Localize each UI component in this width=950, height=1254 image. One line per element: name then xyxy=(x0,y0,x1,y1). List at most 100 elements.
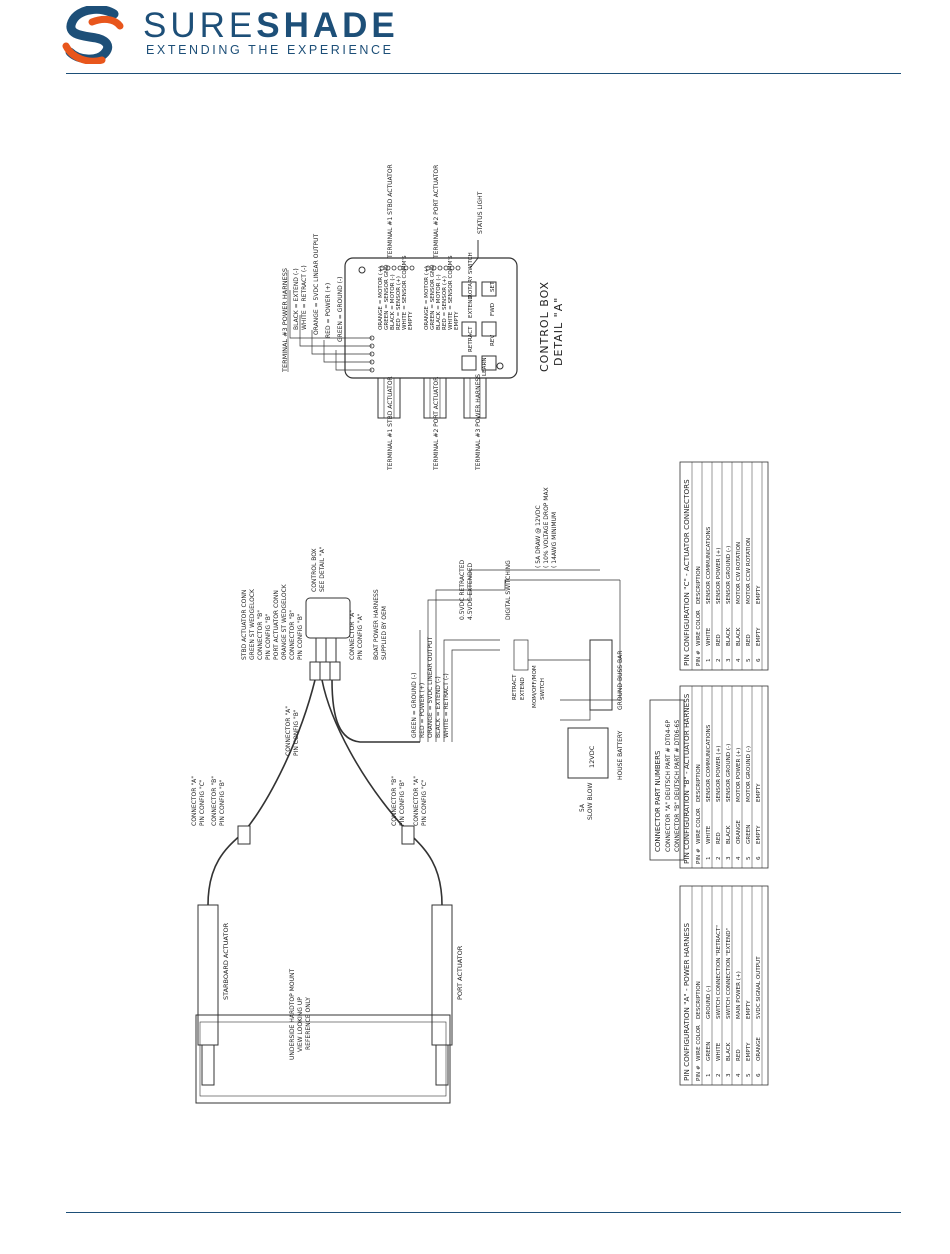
draw-note-3: ( 14AWG MINIMUM xyxy=(551,512,558,568)
pin-table-cell: EMPTY xyxy=(756,585,762,604)
btn-learn: LEARN xyxy=(482,357,488,376)
upper-conn-2: PIN CONFIG "C" xyxy=(199,779,206,826)
conn-note-6: ORANGE ST WEDGELOCK xyxy=(281,583,288,660)
pin-table-cell: GREEN xyxy=(746,825,752,844)
hardtop-note-2: VIEW LOOKING UP xyxy=(297,997,304,1052)
part-row-1-conn: CONNECTOR "A" xyxy=(665,802,672,852)
draw-note-1: ( 5A DRAW @ 12VDC xyxy=(535,505,542,568)
switch-label: SWITCH xyxy=(540,678,546,700)
pin-table-cell: MAIN POWER (+) xyxy=(736,971,742,1019)
pin-table-cell: WHITE xyxy=(716,1042,722,1061)
right-label-terminal1: TERMINAL #1 STBD ACTUATOR xyxy=(387,164,394,259)
pin-table-cell: MOTOR GROUND (-) xyxy=(746,746,752,802)
pin-table-cell: EMPTY xyxy=(746,1042,752,1061)
switch-type: MOM/OFF/MOM xyxy=(532,665,538,708)
pin-table-title: PIN CONFIGURATION "C" - ACTUATOR CONNECT… xyxy=(682,479,691,666)
connector-a-pin-1: CONNECTOR "A" xyxy=(285,706,292,756)
right-label-status-light: STATUS LIGHT xyxy=(477,191,484,234)
t1-wire-5: WHITE = SENSOR COMM'S xyxy=(402,255,408,330)
pin-table-cell: 4 xyxy=(736,856,742,860)
wiring-block: STBD ACTUATOR CONN GREEN ST WEDGELOCK CO… xyxy=(241,487,624,820)
pin-table-cell: 4 xyxy=(736,658,742,662)
pin-table-cell: SENSOR COMMUNICATIONS xyxy=(706,724,712,802)
cb-note-2: SEE DETAIL "A" xyxy=(319,546,326,592)
pin-table-cell: GROUND (-) xyxy=(706,986,712,1019)
pin-table-cell: BLACK xyxy=(726,1042,732,1061)
pin-table-cell: EMPTY xyxy=(756,825,762,844)
pin-table-header: DESCRIPTION xyxy=(696,764,702,802)
btn-set: SET xyxy=(490,281,496,292)
t3-wire-3: ORANGE = 5VDC LINEAR OUTPUT xyxy=(313,233,320,335)
t1-wire-3: BLACK = MOTOR (-) xyxy=(390,274,396,330)
pin-table-3: PIN CONFIGURATION "C" - ACTUATOR CONNECT… xyxy=(679,461,769,671)
pin-table-cell: 3 xyxy=(726,658,732,662)
pin-table-cell: MOTOR POWER (+) xyxy=(736,748,742,802)
pin-table-header: WIRE COLOR xyxy=(696,610,702,646)
t3-wire-2: WHITE = RETRACT (-) xyxy=(301,265,308,330)
pin-table-cell: 6 xyxy=(756,1073,762,1077)
draw-note-2: ( 10% VOLTAGE DROP MAX xyxy=(543,487,550,568)
conn-note-1: STBD ACTUATOR CONN xyxy=(241,590,248,660)
pin-table-cell: SENSOR POWER (+) xyxy=(716,746,722,802)
lower-conn-4: PIN CONFIG "C" xyxy=(421,779,428,826)
t1-wire-2: GREEN = SENSOR GND xyxy=(384,265,390,330)
pin-table-cell: BLACK xyxy=(726,825,732,844)
pin-table-header: PIN # xyxy=(696,650,702,666)
brand-bold: SHADE xyxy=(256,6,399,45)
pin-table-header: WIRE COLOR xyxy=(696,808,702,844)
ground-buss-label: GROUND BUSS BAR xyxy=(617,651,624,710)
pin-table-cell: 3 xyxy=(726,1073,732,1077)
port-actuator-label: PORT ACTUATOR xyxy=(456,945,464,1000)
pin-table-cell: 5 xyxy=(746,658,752,662)
part-numbers-title: CONNECTOR PART NUMBERS xyxy=(654,750,662,852)
pin-table-cell: 1 xyxy=(706,1073,712,1077)
part-row-2-num: DEUTSCH PART # DT06-6S xyxy=(674,720,681,800)
conn-note-8: PIN CONFIG "B" xyxy=(297,613,304,660)
pin-table-cell: SWITCH CONNECTION "RETRACT" xyxy=(716,925,722,1019)
t2-wire-3: BLACK = MOTOR (-) xyxy=(436,274,442,330)
harness-wire-3: ORANGE = 5VDC LINEAR OUTPUT xyxy=(427,636,434,738)
control-box-detail: TERMINAL #3 POWER HARNESS BLACK = EXTEND… xyxy=(281,164,565,471)
pin-table-cell: 5VDC SIGNAL OUTPUT xyxy=(756,956,762,1019)
switch-retract: RETRACT xyxy=(512,674,518,700)
pin-table-cell: 6 xyxy=(756,856,762,860)
pin-table-frame xyxy=(679,461,769,671)
top-divider xyxy=(66,73,901,74)
btn-rev: REV xyxy=(490,335,496,346)
pin-table-cell: 1 xyxy=(706,856,712,860)
pin-table-cell: 5 xyxy=(746,856,752,860)
pin-table-cell: WHITE xyxy=(706,627,712,646)
boat-harness-1: BOAT POWER HARNESS xyxy=(373,589,380,660)
conn-note-3: CONNECTOR "B" xyxy=(257,610,264,660)
conn-note-5: PORT ACTUATOR CONN xyxy=(273,590,280,660)
pin-table-cell: ORANGE xyxy=(736,820,742,844)
digital-switching: DIGITAL SWITCHING xyxy=(505,560,512,620)
page-header: SURESHADE EXTENDING THE EXPERIENCE xyxy=(0,0,950,80)
lower-conn-3: CONNECTOR "A" xyxy=(413,776,420,826)
control-box-title: CONTROL BOX xyxy=(538,281,551,372)
pin-table-cell: 1 xyxy=(706,658,712,662)
pin-table-cell: 4 xyxy=(736,1073,742,1077)
part-row-1-num: DEUTSCH PART # DT04-6P xyxy=(665,720,672,800)
pin-table-cell: SENSOR COMMUNICATIONS xyxy=(706,526,712,604)
pin-table-cell: SENSOR GROUND (-) xyxy=(726,744,732,802)
linear-output-2: 4.5VDC EXTENDED xyxy=(467,562,474,620)
fuse-label: SLOW BLOW xyxy=(587,783,594,820)
pin-table-cell: MOTOR CW ROTATION xyxy=(736,542,742,604)
pin-table-cell: 2 xyxy=(716,1073,722,1077)
pin-table-header: WIRE COLOR xyxy=(696,1025,702,1061)
pin-table-cell: 6 xyxy=(756,658,762,662)
pin-table-cell: EMPTY xyxy=(746,1000,752,1019)
t3-wire-1: BLACK = EXTEND (-) xyxy=(293,268,300,330)
hardtop-note-3: REFERENCE ONLY xyxy=(305,997,312,1050)
conn-note-2: GREEN ST WEDGELOCK xyxy=(249,588,256,660)
pin-table-cell: 2 xyxy=(716,658,722,662)
lower-conn-1: CONNECTOR "B" xyxy=(391,776,398,826)
pin-table-cell: 5 xyxy=(746,1073,752,1077)
t1-wire-6: EMPTY xyxy=(408,311,414,330)
pin-table-frame xyxy=(679,885,769,1086)
pin-table-header: DESCRIPTION xyxy=(696,981,702,1019)
pin-table-cell: 3 xyxy=(726,856,732,860)
pin-table-header: DESCRIPTION xyxy=(696,566,702,604)
